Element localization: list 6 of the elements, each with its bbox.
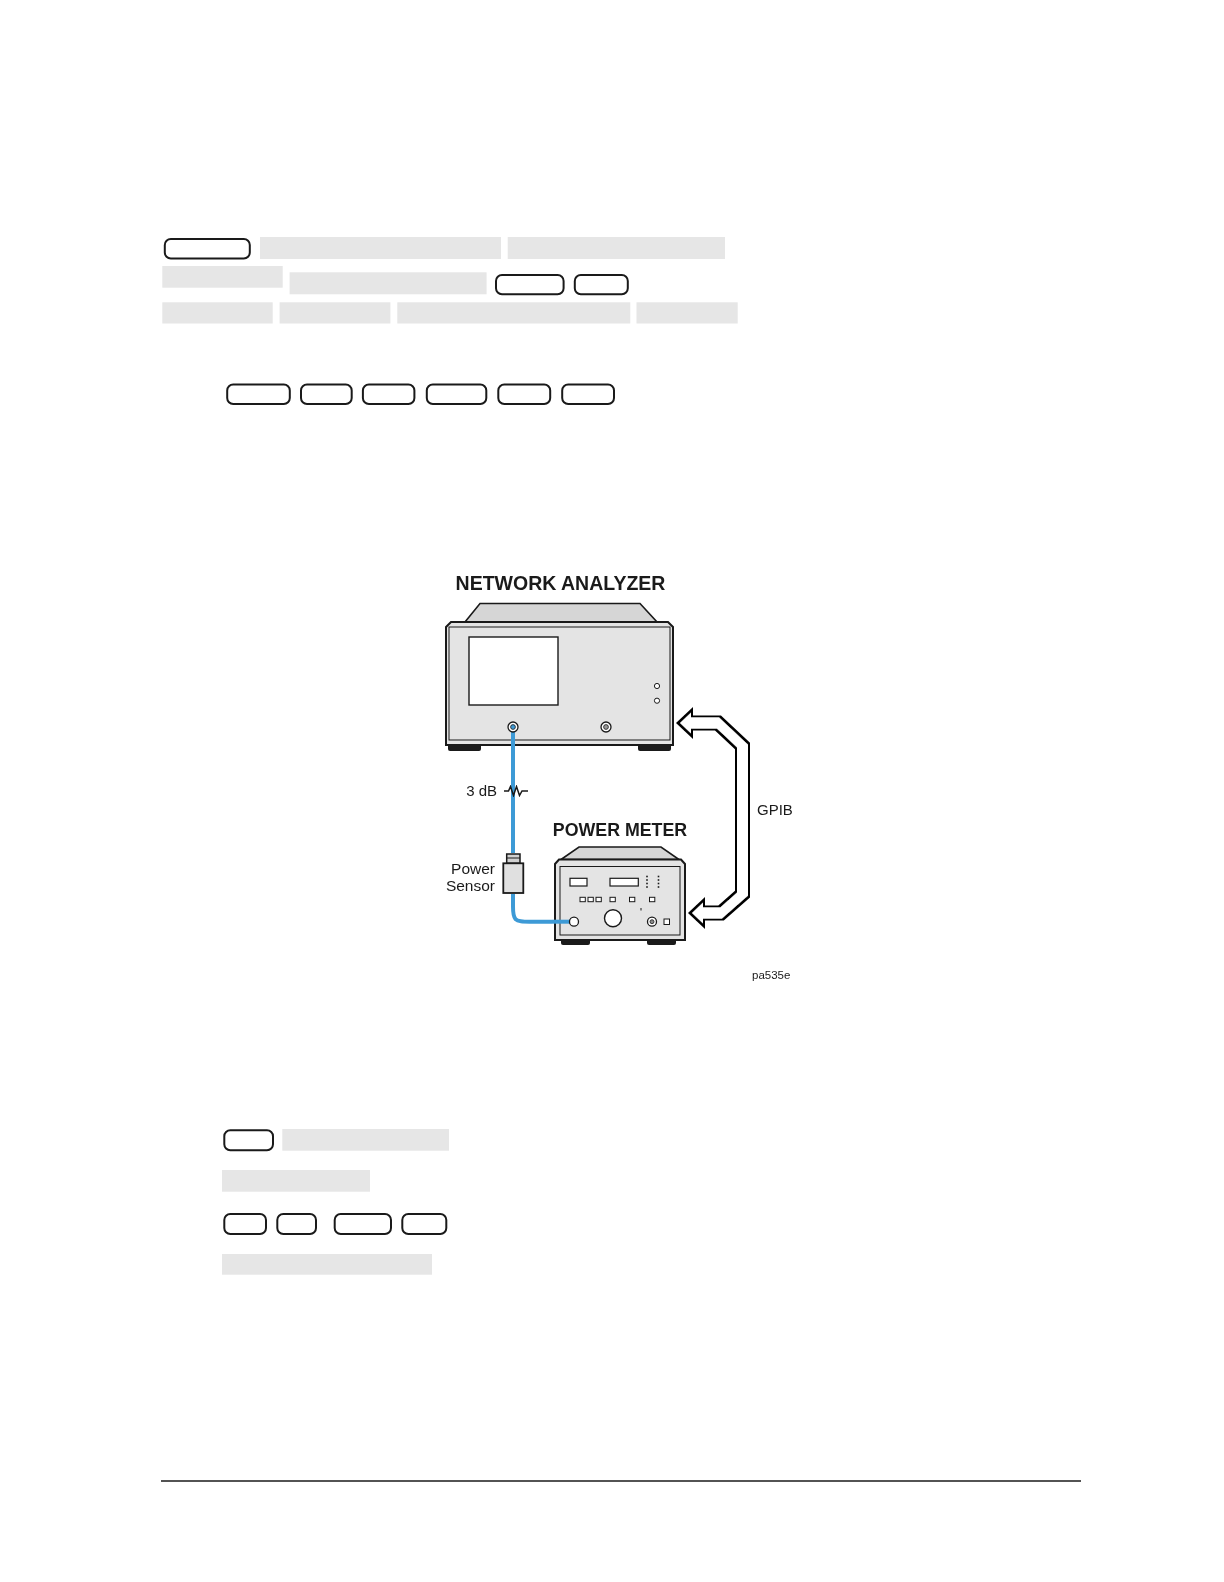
figure-code: pa535e — [752, 968, 791, 982]
device-title: NETWORK ANALYZER — [454, 572, 667, 594]
device-title: POWER METER — [552, 820, 688, 841]
broad-arrow — [676, 707, 750, 929]
device-label: Power Sensor — [444, 860, 495, 894]
cable — [511, 752, 515, 853]
